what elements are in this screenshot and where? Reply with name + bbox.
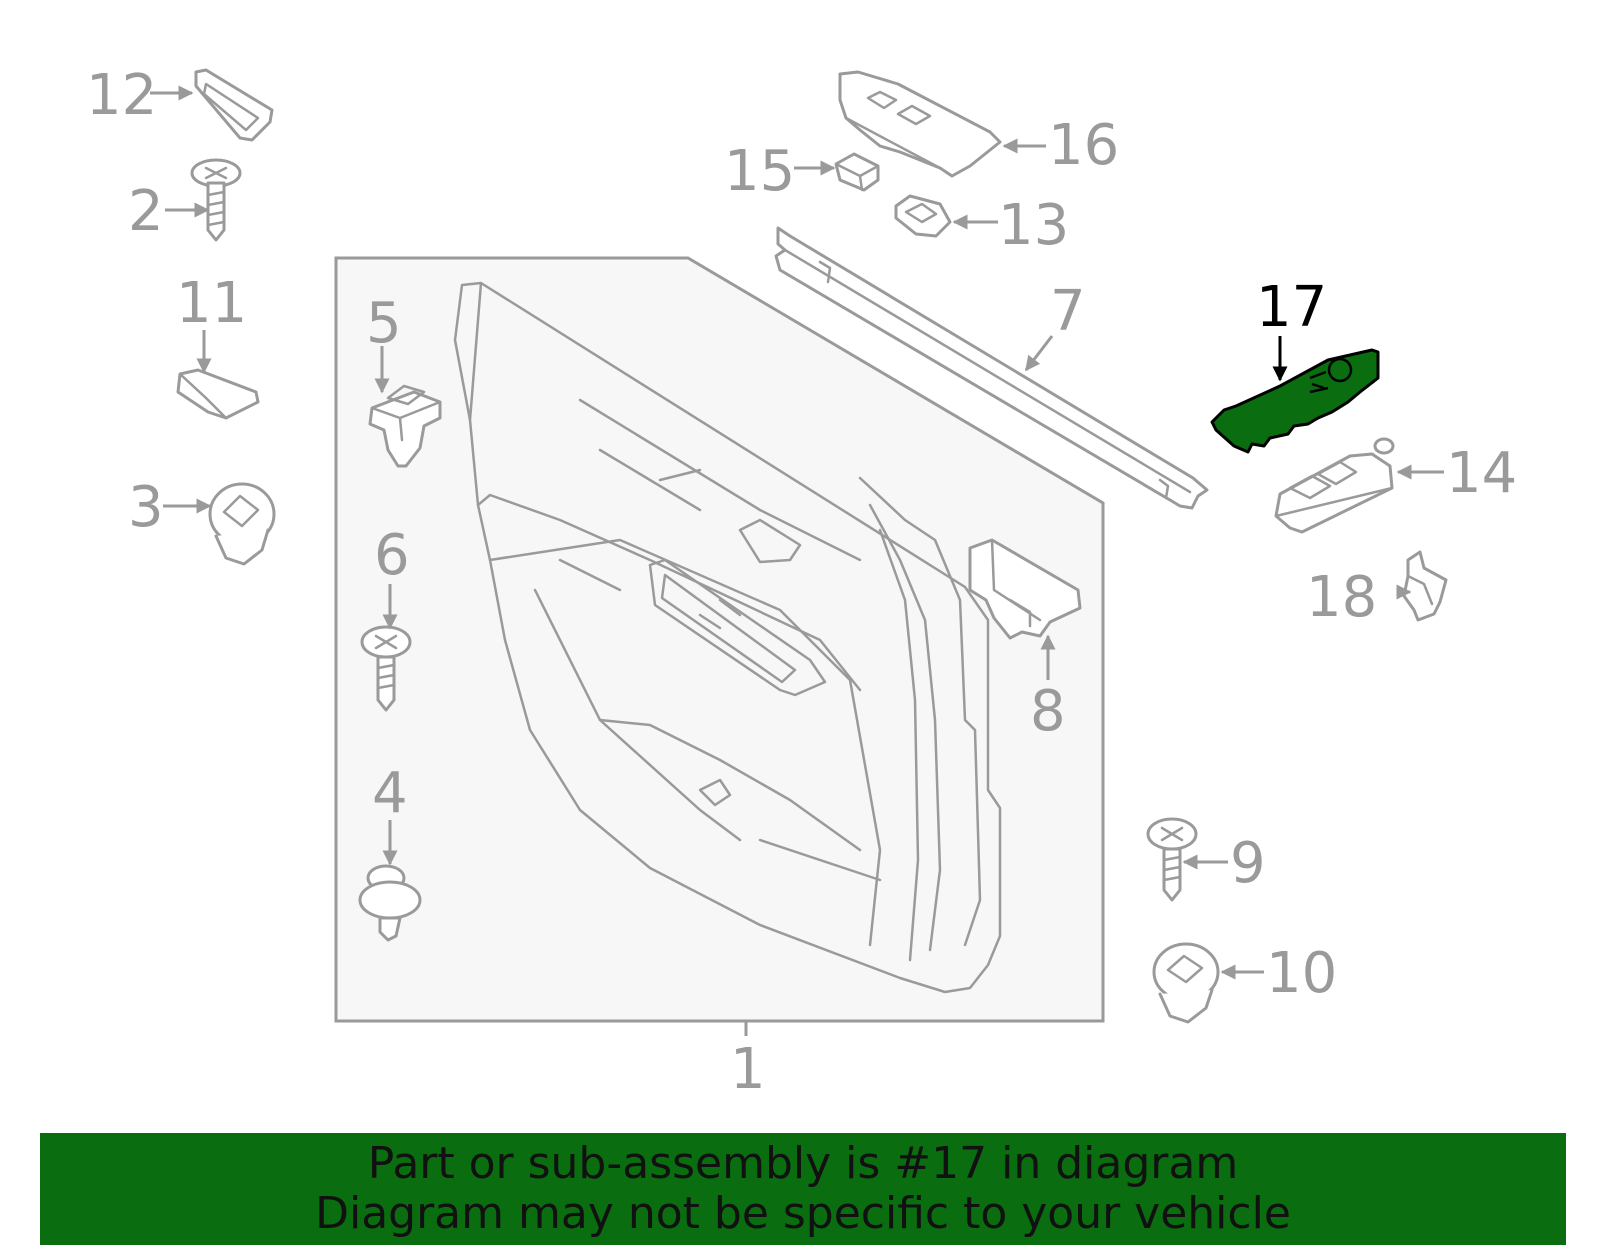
callout-12: 12: [86, 63, 157, 128]
part-3-clip: [208, 482, 276, 566]
callout-numbers: 12 2 11 3 5 6 4 1 7 8 9 10 15 16 13 14 1…: [86, 63, 1517, 1102]
part-5-retainer: [368, 384, 442, 468]
part-17-switch-panel-highlighted: [1210, 348, 1380, 454]
callout-9: 9: [1230, 831, 1266, 896]
callout-3: 3: [128, 475, 164, 540]
info-banner: Part or sub-assembly is #17 in diagram D…: [40, 1133, 1566, 1245]
part-1-door-trim-panel: [334, 256, 1105, 1023]
banner-line-2: Diagram may not be specific to your vehi…: [315, 1188, 1291, 1239]
callout-15: 15: [724, 139, 795, 204]
callout-16: 16: [1048, 113, 1119, 178]
part-8-bracket: [968, 538, 1082, 640]
callout-11: 11: [176, 271, 247, 336]
part-15-switch: [834, 152, 880, 192]
part-11-trim-piece: [176, 368, 260, 420]
callout-2: 2: [128, 179, 164, 244]
callout-10: 10: [1266, 941, 1337, 1006]
banner-line-1: Part or sub-assembly is #17 in diagram: [367, 1138, 1239, 1189]
callout-17-highlighted: 17: [1256, 275, 1327, 340]
part-9-screw: [1146, 817, 1198, 902]
callout-5: 5: [366, 291, 402, 356]
callout-14: 14: [1446, 441, 1517, 506]
callout-7: 7: [1050, 279, 1086, 344]
leader-lines: [150, 85, 1444, 1036]
part-2-screw: [190, 158, 242, 242]
part-14-window-switch: [1274, 437, 1395, 534]
part-10-clip: [1152, 942, 1220, 1024]
callout-4: 4: [372, 761, 408, 826]
callout-13: 13: [998, 193, 1069, 258]
part-4-push-clip: [358, 864, 422, 942]
part-6-screw: [360, 625, 412, 712]
part-16-switch-bezel: [838, 70, 1002, 178]
callout-18: 18: [1306, 565, 1377, 630]
part-13-switch: [894, 194, 952, 238]
part-18-clip: [1402, 550, 1448, 622]
part-7-window-belt-strip: [774, 226, 1209, 510]
callout-8: 8: [1030, 679, 1066, 744]
callout-1: 1: [730, 1037, 766, 1102]
callout-6: 6: [374, 523, 410, 588]
part-12-bezel: [194, 68, 274, 142]
